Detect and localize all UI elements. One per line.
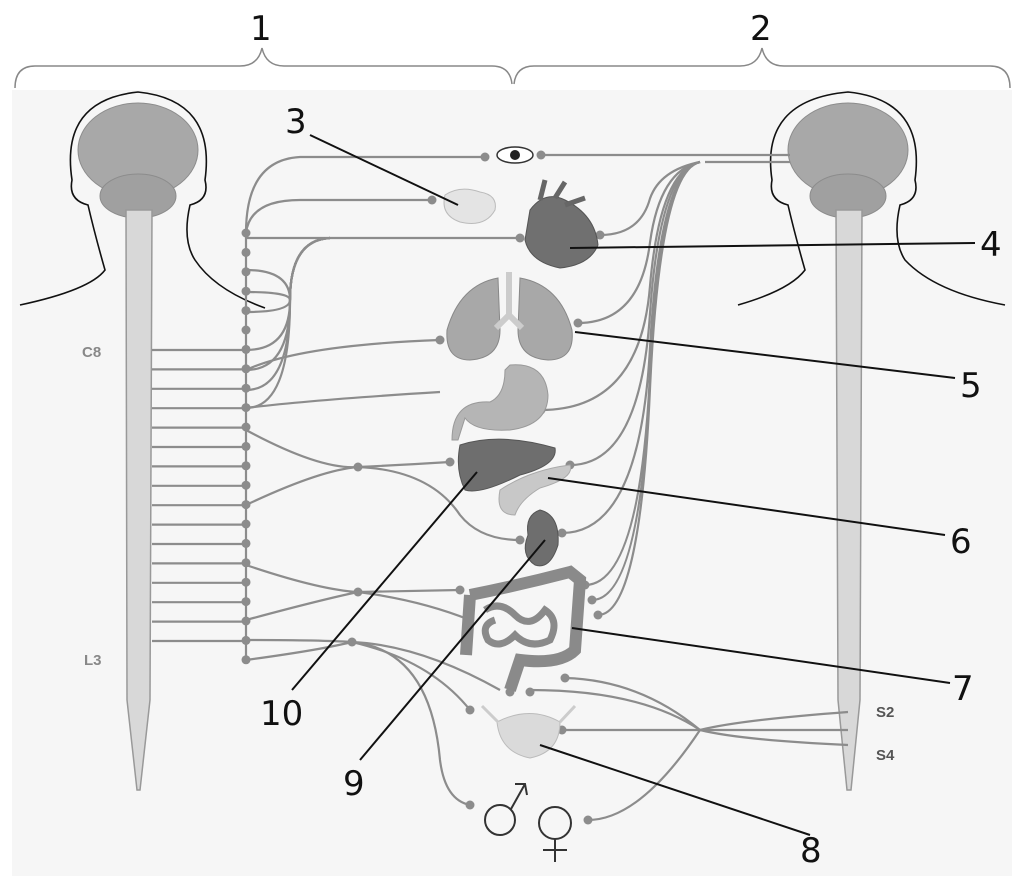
brace-parasympathetic	[513, 47, 1011, 89]
callout-lines	[291, 134, 976, 836]
spinal-cord-left	[125, 209, 153, 791]
ganglion-dot	[525, 687, 535, 697]
stomach-icon	[451, 364, 549, 441]
segment-s2: S2	[876, 704, 894, 721]
ganglion-dot	[435, 335, 445, 345]
nerve-line	[244, 198, 432, 234]
left-head-figure	[19, 91, 266, 791]
lungs-icon	[446, 272, 573, 361]
ganglion-dot	[445, 457, 455, 467]
pancreas-icon	[498, 464, 572, 516]
ganglion-dot	[465, 800, 475, 810]
label-1: 1	[250, 9, 272, 49]
ganglion-dot	[241, 247, 251, 257]
segment-c8: C8	[82, 344, 101, 361]
ganglion-dot	[241, 267, 251, 277]
ganglion-dot	[480, 152, 490, 162]
nerve-line	[599, 160, 701, 237]
nerve-line	[245, 390, 441, 410]
nerve-line	[245, 590, 471, 622]
intestines-icon	[460, 565, 587, 692]
ganglion-dot	[241, 325, 251, 335]
nerve-line	[351, 640, 471, 807]
ganglion-dot	[573, 318, 583, 328]
ganglion-dot	[427, 195, 437, 205]
label-4: 4	[980, 225, 1002, 265]
kidney-icon	[524, 509, 559, 567]
label-3: 3	[285, 102, 307, 142]
ganglion-dot	[515, 233, 525, 243]
nerve-line	[357, 465, 521, 542]
label-9: 9	[343, 764, 365, 804]
nerve-line	[245, 465, 359, 506]
label-8: 8	[800, 831, 822, 871]
ganglion-dot	[560, 673, 570, 683]
nerve-line	[244, 155, 485, 234]
label-10: 10	[260, 694, 303, 734]
ganglion-dot	[515, 535, 525, 545]
segment-l3: L3	[84, 652, 102, 669]
nerve-line	[245, 338, 441, 371]
female-symbol-icon	[538, 806, 572, 862]
segment-s4: S4	[876, 747, 895, 764]
label-7: 7	[952, 669, 974, 709]
label-6: 6	[950, 522, 972, 562]
right-head-figure	[737, 91, 1006, 791]
label-5: 5	[960, 366, 982, 406]
lacrimal-gland-icon	[443, 188, 496, 224]
nerve-line	[577, 160, 701, 325]
ganglion-dot	[595, 230, 605, 240]
nerve-line	[569, 160, 701, 467]
nerve-line	[561, 160, 701, 535]
nerve-line	[597, 160, 701, 617]
nerve-line	[245, 236, 331, 410]
spinal-cord-right	[835, 209, 863, 791]
ganglion-dot	[536, 150, 546, 160]
ganglion-dot	[465, 705, 475, 715]
liver-icon	[457, 438, 556, 492]
organs	[443, 146, 599, 862]
nerve-line	[564, 676, 701, 731]
ganglion-dot	[241, 306, 251, 316]
nerve-line	[540, 160, 701, 412]
ganglion-dot	[593, 610, 603, 620]
male-symbol-icon	[484, 783, 528, 836]
ganglion-dot	[455, 585, 465, 595]
eye-icon	[496, 146, 534, 164]
label-2: 2	[750, 9, 772, 49]
ganglion-dot	[557, 528, 567, 538]
brace-sympathetic	[14, 47, 513, 89]
ganglion-dot	[587, 595, 597, 605]
ganglion-dot	[583, 815, 593, 825]
